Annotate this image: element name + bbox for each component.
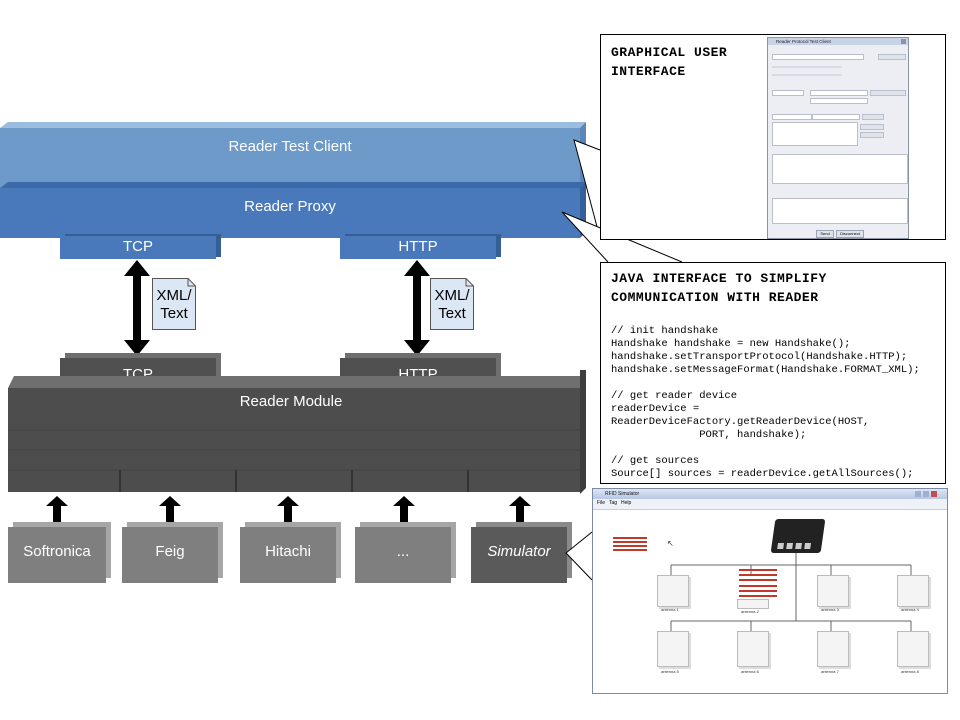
driver-hitachi: Hitachi <box>240 527 336 583</box>
driver-hitachi-label: Hitachi <box>265 543 311 560</box>
simulator-menu-file: File <box>597 500 606 506</box>
antenna-6 <box>737 631 769 667</box>
simulator-wires <box>613 537 912 631</box>
simulator-titlebar: RFID Simulator <box>593 489 947 499</box>
gui-thumbnail-send-button: Send <box>816 230 834 238</box>
close-icon <box>931 491 937 497</box>
gui-thumbnail-title: Reader Protocol Test Client <box>776 39 831 44</box>
antenna-2-label: antenna 2 <box>741 609 759 614</box>
antenna-1 <box>657 575 689 607</box>
java-code-snippet: // init handshake Handshake handshake = … <box>611 325 920 480</box>
gui-thumbnail-close-icon <box>901 39 906 44</box>
tcp-connection-arrow <box>124 260 150 356</box>
antenna-5-label: antenna 5 <box>661 669 679 674</box>
gui-callout: GRAPHICAL USER INTERFACE Reader Protocol… <box>600 34 946 240</box>
driver-more-label: ... <box>396 543 410 560</box>
simulator-menubar: File Tag Help <box>593 499 947 510</box>
driver-feig-label: Feig <box>155 543 185 560</box>
java-interface-callout: JAVA INTERFACE TO SIMPLIFY COMMUNICATION… <box>600 262 946 484</box>
antenna-7 <box>817 631 849 667</box>
http-connection-arrow <box>404 260 430 356</box>
antenna-5 <box>657 631 689 667</box>
gui-thumbnail-titlebar: Reader Protocol Test Client <box>768 38 908 45</box>
driver-simulator: Simulator <box>471 527 567 583</box>
gui-callout-title: GRAPHICAL USER INTERFACE <box>611 45 728 79</box>
simulator-menu-tag: Tag <box>609 500 618 506</box>
driver-simulator-label: Simulator <box>487 543 551 560</box>
antenna-4-label: antenna 4 <box>901 607 919 612</box>
antenna-3 <box>817 575 849 607</box>
simulator-window: RFID Simulator File Tag Help <box>592 488 948 694</box>
driver-softronica-label: Softronica <box>23 543 91 560</box>
reader-module-label: Reader Module <box>239 393 343 410</box>
maximize-icon <box>923 491 929 497</box>
gui-thumbnail-send-label: Send <box>820 231 830 236</box>
antenna-1-label: antenna 1 <box>661 607 679 612</box>
gui-thumbnail-disconnect-button: Disconnect <box>836 230 864 238</box>
tcp-xml-text-label: XML/ Text <box>156 287 192 322</box>
antenna-7-label: antenna 7 <box>821 669 839 674</box>
http-xml-text-note: XML/ Text <box>430 278 474 330</box>
simulator-menu-help: Help <box>621 500 632 506</box>
proxy-tcp-port: TCP <box>60 236 216 259</box>
java-callout-title: JAVA INTERFACE TO SIMPLIFY COMMUNICATION… <box>611 271 827 305</box>
mouse-cursor-icon: ↖ <box>667 539 674 548</box>
tcp-xml-text-note: XML/ Text <box>152 278 196 330</box>
driver-feig: Feig <box>122 527 218 583</box>
proxy-http-port: HTTP <box>340 236 496 259</box>
proxy-tcp-label: TCP <box>123 238 153 255</box>
driver-arrows <box>46 496 531 532</box>
antenna-3-label: antenna 3 <box>821 607 839 612</box>
reader-test-client-label: Reader Test Client <box>228 138 352 155</box>
antenna-8-label: antenna 8 <box>901 669 919 674</box>
minimize-icon <box>915 491 921 497</box>
antenna-2 <box>737 599 769 609</box>
proxy-http-label: HTTP <box>398 238 438 255</box>
gui-thumbnail-window: Reader Protocol Test Client Send Disconn… <box>767 37 909 239</box>
driver-softronica: Softronica <box>8 527 106 583</box>
antenna-4 <box>897 575 929 607</box>
simulator-window-title: RFID Simulator <box>605 491 640 497</box>
reader-proxy-label: Reader Proxy <box>244 198 336 215</box>
driver-more: ... <box>355 527 451 583</box>
gui-thumbnail-disconnect-label: Disconnect <box>840 231 860 236</box>
antenna-8 <box>897 631 929 667</box>
http-xml-text-label: XML/ Text <box>434 287 470 322</box>
antenna-6-label: antenna 6 <box>741 669 759 674</box>
